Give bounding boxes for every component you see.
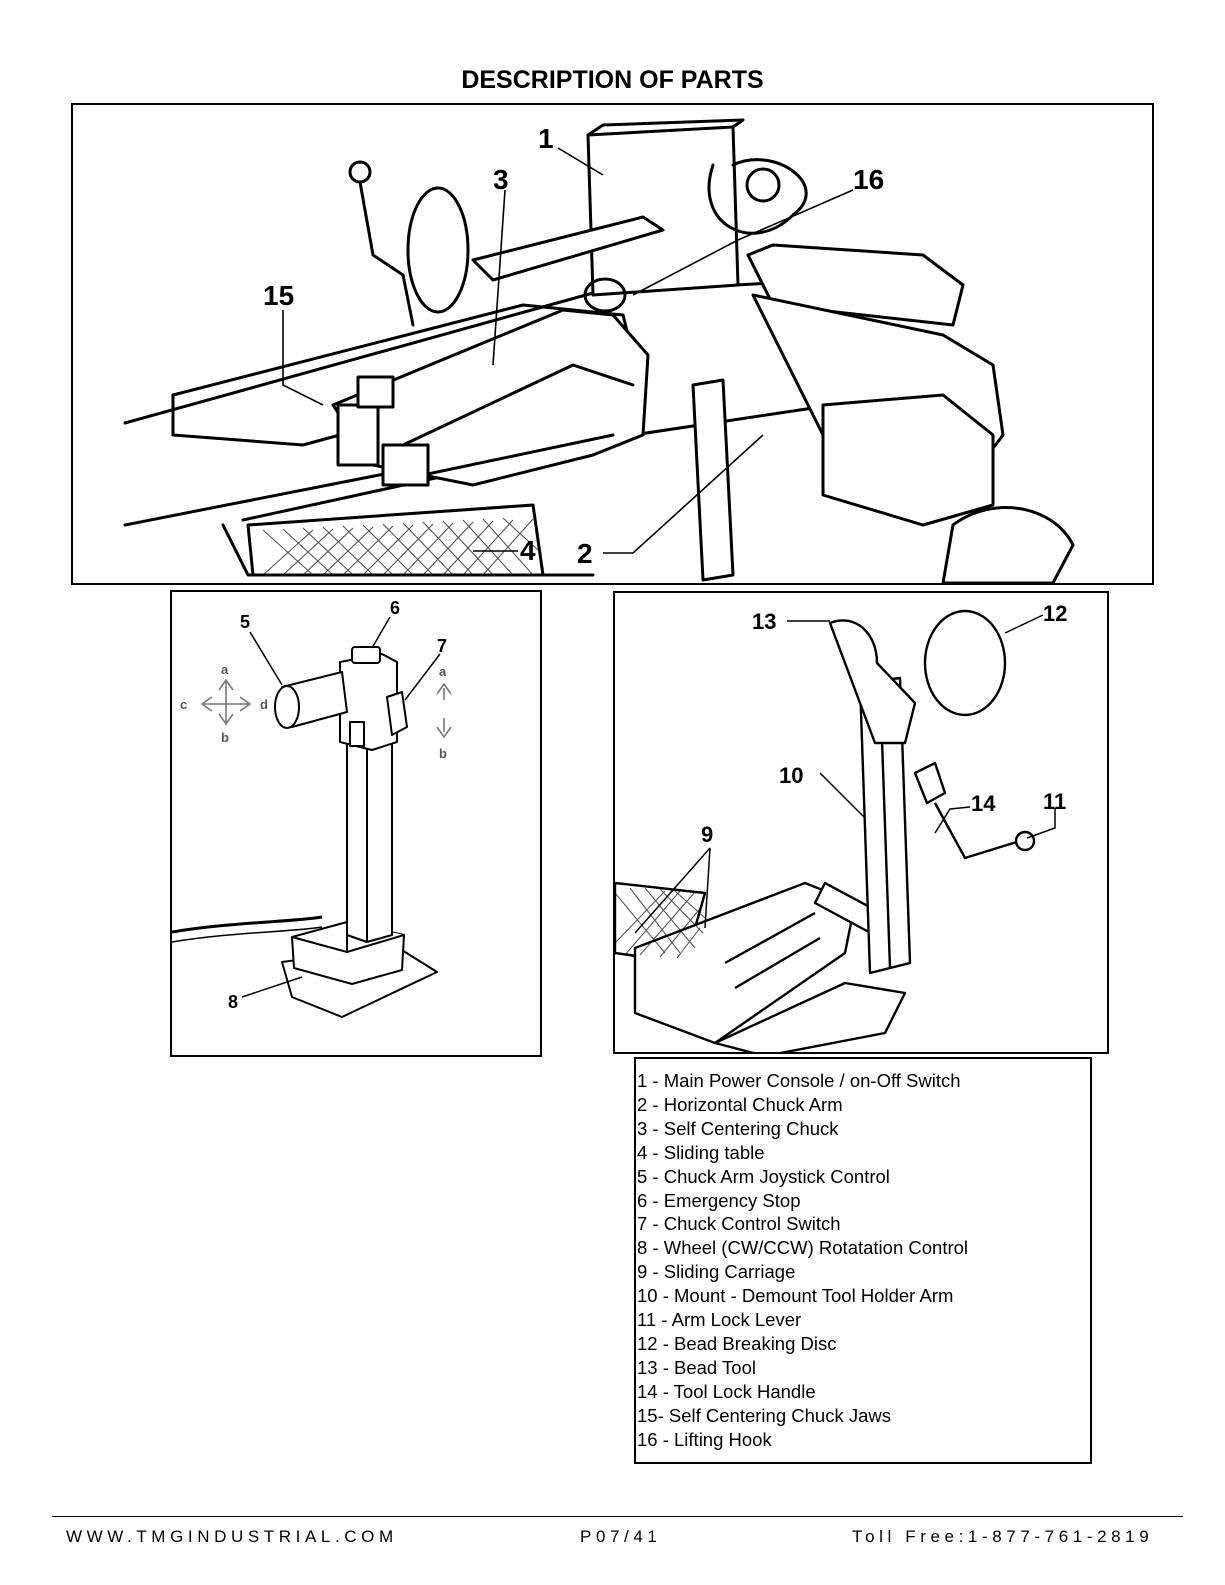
legend-item: 11 - Arm Lock Lever	[637, 1309, 802, 1331]
direction-d: d	[260, 697, 268, 712]
callout-6: 6	[390, 598, 400, 618]
callout-16: 16	[853, 164, 884, 195]
legend-item: 15- Self Centering Chuck Jaws	[637, 1404, 891, 1426]
callout-4: 4	[520, 535, 536, 566]
legend-item: 13 - Bead Tool	[637, 1356, 756, 1378]
legend-item: 4 - Sliding table	[637, 1141, 765, 1163]
tool-arm-illustration: 13 12 10 9 14 11	[615, 601, 1067, 1052]
callout-12: 12	[1043, 601, 1067, 626]
main-machine-figure: 1 3 16 15 4 2	[71, 103, 1154, 585]
legend-item: 6 - Emergency Stop	[637, 1189, 801, 1211]
callout-14: 14	[971, 791, 996, 816]
tool-arm-figure: 13 12 10 9 14 11	[613, 591, 1109, 1054]
callout-3: 3	[493, 164, 509, 195]
page-title: DESCRIPTION OF PARTS	[461, 66, 764, 94]
machine-illustration: 1 3 16 15 4 2	[123, 118, 1075, 583]
legend-item: 9 - Sliding Carriage	[637, 1261, 796, 1283]
callout-13: 13	[752, 609, 776, 634]
callout-2: 2	[577, 538, 593, 569]
footer-divider	[52, 1516, 1183, 1517]
callout-7: 7	[437, 636, 447, 656]
footer-page-number: P07/41	[580, 1527, 662, 1546]
callout-8: 8	[228, 992, 238, 1012]
callout-1: 1	[538, 123, 554, 154]
legend-item: 12 - Bead Breaking Disc	[637, 1332, 837, 1354]
direction-a-right: a	[439, 664, 447, 679]
direction-b-right: b	[439, 746, 447, 761]
callout-11: 11	[1043, 789, 1066, 814]
footer-website: WWW.TMGINDUSTRIAL.COM	[66, 1527, 398, 1546]
callout-5: 5	[240, 612, 250, 632]
footer-toll-free: Toll Free:1-877-761-2819	[852, 1527, 1154, 1546]
callout-10: 10	[779, 763, 803, 788]
pedestal-control-figure: a b c d a b 6 5 7 8	[170, 590, 542, 1057]
legend-item: 3 - Self Centering Chuck	[637, 1117, 839, 1139]
callout-9: 9	[701, 822, 713, 847]
legend-item: 5 - Chuck Arm Joystick Control	[637, 1165, 890, 1187]
parts-legend: 1 - Main Power Console / on-Off Switch 2…	[634, 1057, 1092, 1464]
direction-a-left: a	[221, 662, 229, 677]
legend-item: 16 - Lifting Hook	[637, 1428, 772, 1450]
callout-15: 15	[263, 280, 294, 311]
legend-item: 7 - Chuck Control Switch	[637, 1213, 841, 1235]
direction-b-left: b	[221, 730, 229, 745]
legend-item: 8 - Wheel (CW/CCW) Rotatation Control	[637, 1237, 969, 1259]
legend-item: 10 - Mount - Demount Tool Holder Arm	[637, 1285, 954, 1307]
legend-item: 2 - Horizontal Chuck Arm	[637, 1093, 843, 1115]
legend-item: 14 - Tool Lock Handle	[637, 1380, 816, 1402]
direction-c: c	[180, 697, 187, 712]
legend-item: 1 - Main Power Console / on-Off Switch	[637, 1070, 961, 1091]
pedestal-illustration: a b c d a b 6 5 7 8	[172, 598, 452, 1018]
